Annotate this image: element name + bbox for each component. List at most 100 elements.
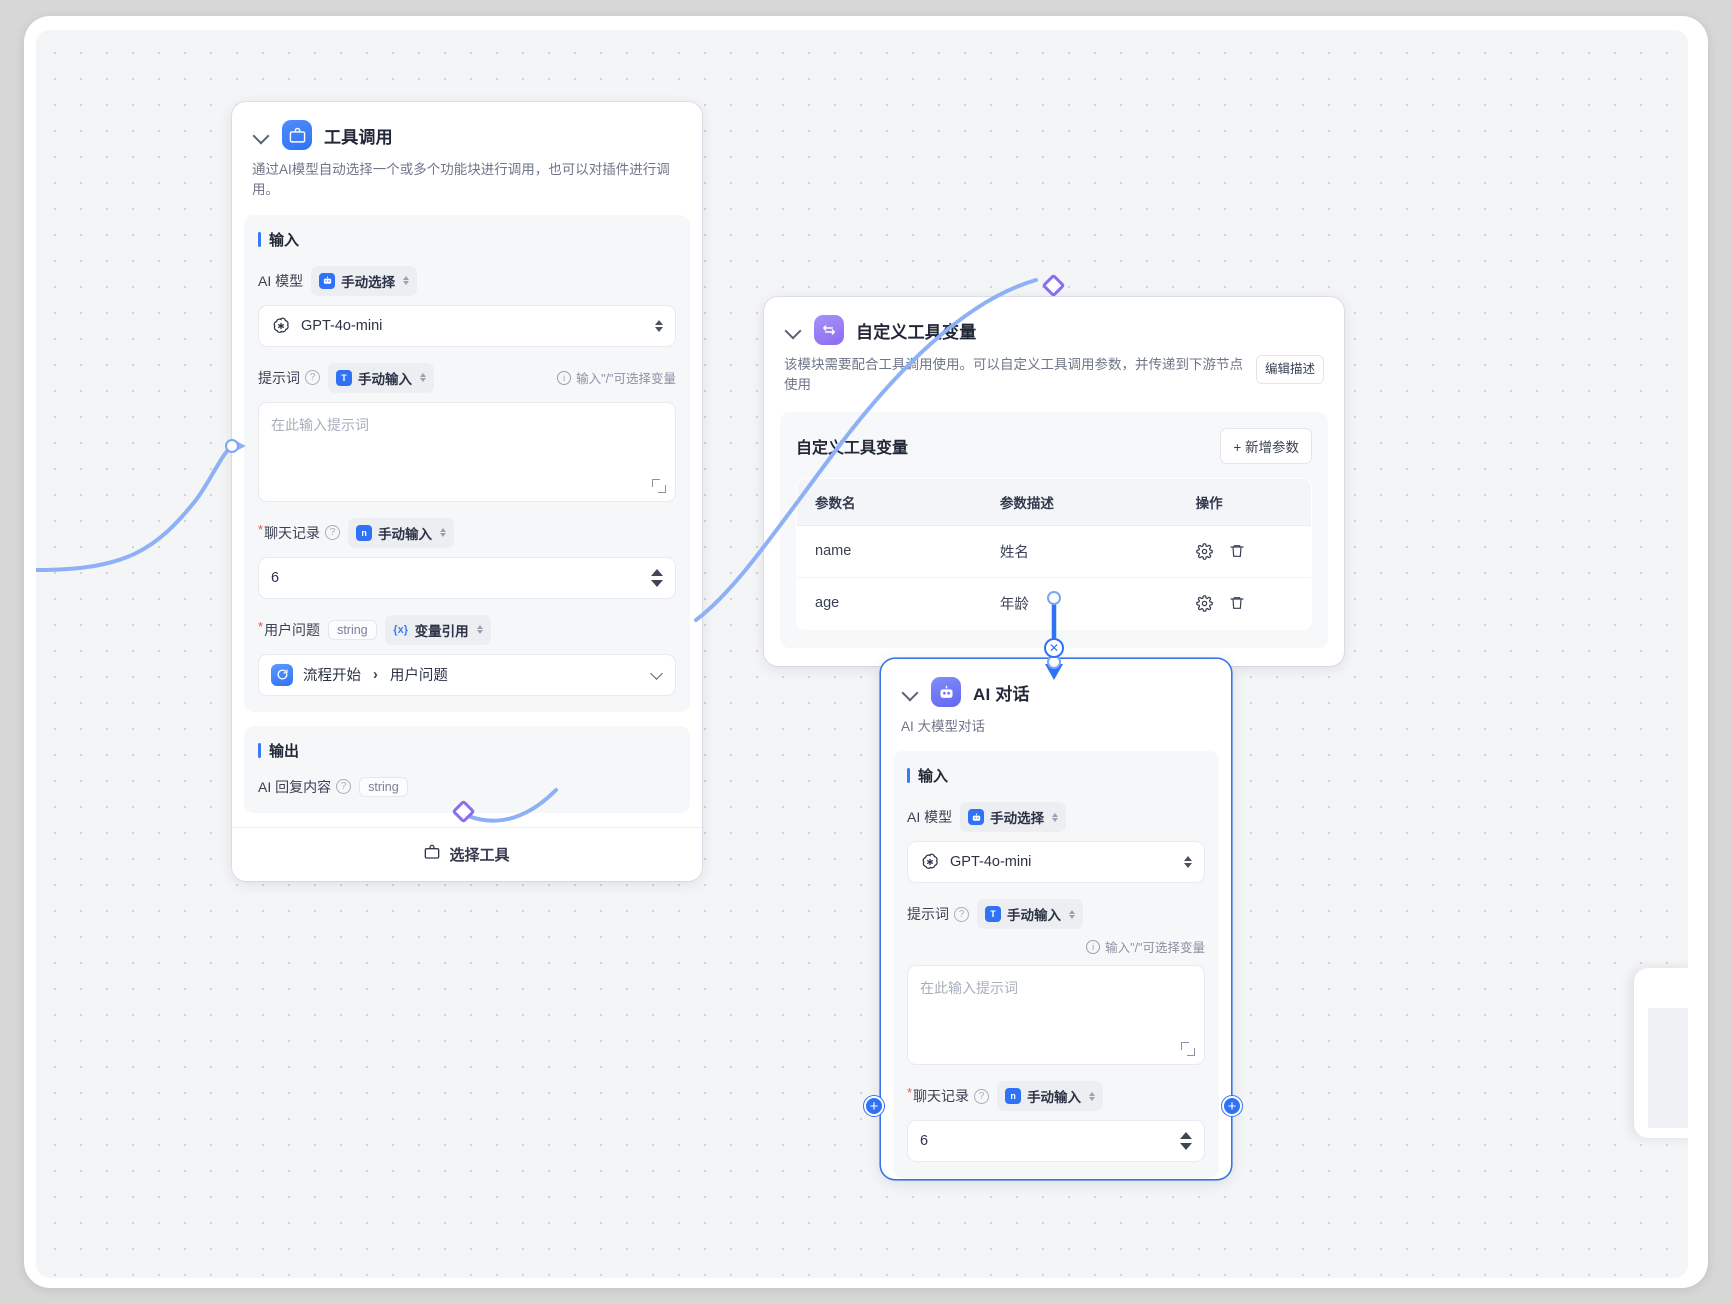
field-ai-model: AI 模型 手动选择	[258, 265, 676, 347]
history-number-input[interactable]: 6	[907, 1120, 1205, 1163]
openai-icon	[920, 852, 940, 872]
robot-icon	[968, 809, 985, 826]
trash-icon[interactable]	[1229, 543, 1245, 559]
type-tag: string	[359, 776, 408, 797]
node-input-port[interactable]	[225, 439, 239, 453]
required-marker: *	[258, 521, 264, 537]
expand-icon[interactable]	[1181, 1042, 1195, 1057]
chevron-updown-icon[interactable]	[655, 319, 663, 332]
question-variable-select[interactable]: 流程开始 › 用户问题	[258, 653, 676, 696]
gear-icon[interactable]	[1195, 542, 1213, 560]
model-mode-select[interactable]: 手动选择	[960, 802, 1067, 833]
section-label: 输出	[269, 742, 300, 760]
help-icon[interactable]: ?	[336, 779, 352, 794]
col-param-name: 参数名	[797, 478, 982, 526]
field-label: * 聊天记录 ?	[258, 521, 341, 543]
model-value: GPT-4o-mini	[301, 317, 383, 334]
field-label: 提示词 ?	[907, 904, 969, 924]
field-label-text: 用户问题	[264, 621, 321, 638]
prompt-mode-select[interactable]: T 手动输入	[977, 899, 1083, 930]
section-title-input: 输入	[258, 229, 676, 250]
gear-icon[interactable]	[1195, 594, 1213, 612]
section-label: 输入	[269, 231, 300, 249]
node-title: 自定义工具变量	[856, 322, 977, 342]
variable-source: 流程开始	[303, 668, 361, 684]
chevron-down-icon[interactable]	[901, 683, 919, 701]
history-number-input[interactable]: 6	[258, 556, 676, 599]
vars-top-port-diamond[interactable]	[1041, 273, 1066, 298]
side-panel-stub[interactable]	[1634, 968, 1688, 1138]
chevron-updown-icon[interactable]	[1184, 856, 1192, 869]
field-label: AI 模型	[907, 809, 953, 826]
model-mode-select[interactable]: 手动选择	[311, 265, 418, 296]
variable-icon	[814, 315, 844, 345]
prompt-textarea[interactable]: 在此输入提示词	[258, 401, 676, 502]
section-accent-bar	[907, 768, 910, 784]
field-label: AI 模型	[258, 272, 304, 289]
chevron-down-icon[interactable]	[652, 669, 663, 680]
app-shell: 工具调用 通过AI模型自动选择一个或多个功能块进行调用，也可以对插件进行调用。 …	[24, 16, 1708, 1288]
input-section: 输入 AI 模型 手动选择	[893, 751, 1219, 1179]
col-actions: 操作	[1177, 478, 1311, 526]
section-accent-bar	[258, 231, 261, 247]
question-mode-select[interactable]: {x} 变量引用	[384, 614, 491, 645]
toolbox-icon	[282, 120, 312, 150]
chat-right-add-port[interactable]: +	[1222, 1096, 1242, 1116]
col-param-desc: 参数描述	[981, 478, 1178, 526]
node-description-text: AI 大模型对话	[901, 719, 986, 734]
prompt-mode-select[interactable]: T 手动输入	[328, 362, 434, 393]
model-select-input[interactable]: GPT-4o-mini	[258, 304, 676, 347]
history-mode-select[interactable]: n 手动输入	[997, 1081, 1104, 1112]
node-description: AI 大模型对话	[901, 717, 1211, 737]
model-select-input[interactable]: GPT-4o-mini	[907, 841, 1205, 884]
history-mode-label: 手动输入	[1027, 1090, 1082, 1106]
text-input-icon: T	[336, 369, 352, 386]
chat-left-add-port[interactable]: +	[864, 1096, 884, 1116]
trash-icon[interactable]	[1229, 595, 1245, 611]
vars-output-port[interactable]	[1047, 591, 1061, 605]
section-title-input: 输入	[907, 765, 1205, 786]
number-stepper[interactable]	[1180, 1132, 1192, 1151]
chevron-updown-icon	[476, 625, 483, 634]
field-label: AI 回复内容 ?	[258, 777, 352, 797]
toolbox-icon	[424, 844, 440, 864]
variable-field: 用户问题	[389, 668, 448, 684]
field-label-text: 提示词	[258, 369, 300, 386]
help-icon[interactable]: ?	[305, 370, 320, 385]
select-tool-button[interactable]: 选择工具	[232, 826, 702, 881]
openai-icon	[271, 316, 291, 336]
help-icon[interactable]: ?	[325, 525, 341, 540]
field-label-text: 聊天记录	[264, 524, 321, 541]
add-param-button[interactable]: + 新增参数	[1220, 427, 1312, 464]
prompt-textarea[interactable]: 在此输入提示词	[907, 965, 1205, 1066]
field-prompt: 提示词 ? T 手动输入 i 输入"/"可选择	[907, 899, 1205, 1066]
breadcrumb-separator: ›	[373, 666, 378, 683]
node-description: 通过AI模型自动选择一个或多个功能块进行调用，也可以对插件进行调用。	[252, 160, 682, 201]
chevron-down-icon[interactable]	[784, 321, 802, 339]
prompt-hint: i 输入"/"可选择变量	[1086, 937, 1205, 956]
number-input-icon: n	[356, 524, 373, 541]
info-icon: i	[557, 370, 572, 385]
delete-edge-button[interactable]: ✕	[1044, 638, 1064, 658]
help-icon[interactable]: ?	[974, 1088, 990, 1104]
field-label-text: AI 回复内容	[258, 778, 332, 795]
edit-description-button[interactable]: 编辑描述	[1255, 355, 1324, 384]
robot-icon	[931, 677, 961, 707]
workflow-canvas[interactable]: 工具调用 通过AI模型自动选择一个或多个功能块进行调用，也可以对插件进行调用。 …	[36, 30, 1688, 1278]
info-icon: i	[1086, 939, 1101, 954]
chevron-down-icon[interactable]	[252, 126, 270, 144]
node-tool-call[interactable]: 工具调用 通过AI模型自动选择一个或多个功能块进行调用，也可以对插件进行调用。 …	[232, 102, 702, 881]
history-mode-select[interactable]: n 手动输入	[348, 517, 455, 548]
node-custom-tool-vars[interactable]: 自定义工具变量 该模块需要配合工具调用使用。可以自定义工具调用参数，并传递到下游…	[764, 297, 1344, 666]
node-ai-chat[interactable]: AI 对话 AI 大模型对话 输入 AI 模型	[881, 659, 1231, 1179]
field-chat-history: * 聊天记录 ? n 手动输入	[907, 1081, 1205, 1163]
prompt-mode-label: 手动输入	[1007, 908, 1061, 924]
help-icon[interactable]: ?	[954, 906, 969, 922]
panel-title: 自定义工具变量	[796, 439, 909, 457]
expand-icon[interactable]	[652, 478, 666, 493]
required-marker: *	[907, 1085, 913, 1101]
number-stepper[interactable]	[651, 568, 663, 587]
prompt-placeholder: 在此输入提示词	[920, 980, 1018, 997]
field-chat-history: * 聊天记录 ? n 手动输入	[258, 517, 676, 599]
